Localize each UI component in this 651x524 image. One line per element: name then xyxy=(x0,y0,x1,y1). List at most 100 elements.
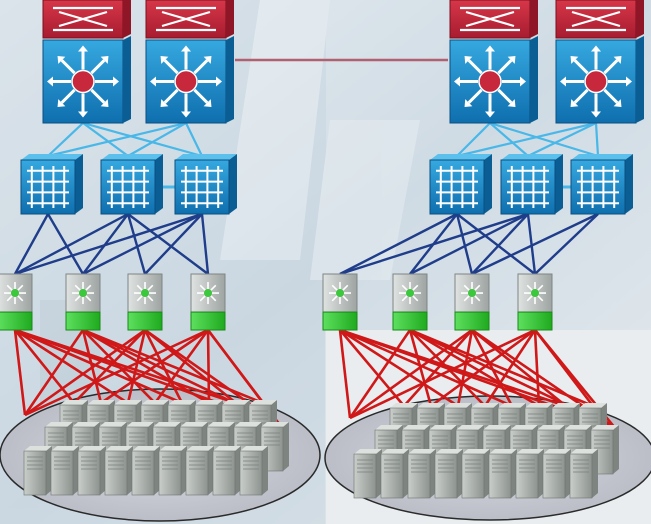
right-core-2-to-agg-1-link xyxy=(456,121,597,158)
left-core-1-to-agg-2-link xyxy=(82,122,129,157)
left-core-2-to-agg-1-link xyxy=(47,121,187,158)
left-server-r3-5 xyxy=(131,446,160,496)
left-access-2-to-edge-left-link xyxy=(23,329,85,416)
right-access-4-to-server-4-link xyxy=(483,329,537,407)
left-core-2-to-agg-3-link xyxy=(185,122,203,157)
left-access-1-to-server-1-link xyxy=(13,329,76,404)
right-server-r3-5 xyxy=(461,449,490,499)
right-server-r3-7 xyxy=(515,449,544,499)
aggregation-switches xyxy=(20,154,633,215)
left-access-2-to-server-6-link xyxy=(82,328,210,405)
right-agg-1-to-access-3-link xyxy=(455,213,474,275)
left-access-switch-1 xyxy=(0,273,33,331)
switch-fabric-grid-icon xyxy=(107,166,149,208)
right-server-r3-2 xyxy=(380,449,409,499)
left-aggregation-switch-3 xyxy=(174,154,237,215)
left-access-3-to-edge-left-link xyxy=(24,328,146,417)
right-agg-2-to-access-1-link xyxy=(339,212,529,276)
switch-fabric-grid-icon xyxy=(27,166,69,208)
left-access-switch-3 xyxy=(127,273,163,331)
left-agg-3-to-access-4-link xyxy=(200,213,210,275)
right-access-4-to-server-2-link xyxy=(430,328,536,408)
right-core-2-to-agg-3-link xyxy=(594,122,600,157)
switch-arrows-icon xyxy=(72,282,94,305)
right-aggregation-switch-1 xyxy=(429,154,492,215)
right-core-2-to-agg-2-link xyxy=(527,122,597,157)
right-access-1-to-edge-left-link xyxy=(338,329,352,419)
right-server-r3-3 xyxy=(407,449,436,499)
right-access-3-to-server-5-link xyxy=(470,329,514,407)
left-access-1-to-server-3-link xyxy=(14,328,129,405)
right-core-switch-1 xyxy=(449,0,538,124)
access-switches xyxy=(0,273,553,331)
left-server-r3-2 xyxy=(50,446,79,496)
right-access-4-to-server-6-link xyxy=(533,329,541,407)
left-access-switch-4 xyxy=(190,273,226,331)
right-access-1-to-server-3-link xyxy=(339,328,459,408)
left-core-switch-1 xyxy=(42,0,131,124)
right-access-1-to-server-5-link xyxy=(339,328,513,408)
right-server-r3-4 xyxy=(434,449,463,499)
left-access-2-to-server-4-link xyxy=(82,329,156,404)
right-core-switch-2 xyxy=(555,0,644,124)
left-access-1-to-edge-left-link xyxy=(13,329,27,416)
left-access-4-to-edge-left-link xyxy=(24,328,209,417)
right-core-1-to-agg-1-link xyxy=(456,122,491,157)
aggregation-to-access-links xyxy=(13,212,599,276)
left-server-r3-6 xyxy=(158,446,187,496)
layer3-switch-arrows-icon xyxy=(560,45,632,118)
layer3-switch-arrows-icon xyxy=(454,45,526,118)
right-server-r3-1 xyxy=(353,449,382,499)
left-agg-3-to-access-3-link xyxy=(144,213,203,275)
right-agg-2-to-access-2-link xyxy=(409,212,529,276)
left-core-2-to-agg-2-link xyxy=(127,122,187,157)
left-aggregation-switch-1 xyxy=(20,154,83,215)
layer3-switch-arrows-icon xyxy=(150,45,222,118)
left-server-r3-3 xyxy=(77,446,106,496)
right-access-3-to-server-1-link xyxy=(403,329,473,407)
left-aggregation-switch-2 xyxy=(100,154,163,215)
right-agg-3-to-access-3-link xyxy=(471,212,599,276)
right-aggregation-switch-2 xyxy=(500,154,563,215)
right-access-4-to-edge-left-link xyxy=(349,328,536,420)
right-access-2-to-edge-left-link xyxy=(348,329,412,419)
left-server-r3-9 xyxy=(239,446,268,496)
right-agg-3-to-access-4-link xyxy=(534,213,599,275)
right-access-3-to-edge-left-link xyxy=(349,328,473,420)
left-server-r3-7 xyxy=(185,446,214,496)
left-access-4-to-server-6-link xyxy=(206,329,211,404)
left-agg-2-to-access-4-link xyxy=(127,213,209,275)
left-access-3-to-server-5-link xyxy=(143,329,184,404)
left-access-3-to-server-3-link xyxy=(126,329,147,404)
right-aggregation-switch-3 xyxy=(570,154,633,215)
switch-fabric-grid-icon xyxy=(507,166,549,208)
left-access-4-to-server-4-link xyxy=(153,329,210,404)
firewall-icon xyxy=(566,6,626,32)
right-access-3-to-server-7-link xyxy=(471,328,567,408)
left-agg-2-to-access-3-link xyxy=(126,213,147,275)
left-core-1-to-agg-3-link xyxy=(82,121,203,158)
server-racks xyxy=(23,400,619,499)
switch-arrows-icon xyxy=(524,282,546,305)
firewall-icon xyxy=(156,6,216,32)
left-server-r3-4 xyxy=(104,446,133,496)
left-access-switch-2 xyxy=(65,273,101,331)
right-agg-1-to-access-1-link xyxy=(339,212,458,276)
left-agg-1-to-access-1-link xyxy=(13,213,50,275)
left-agg-2-to-access-1-link xyxy=(14,212,129,276)
left-agg-3-to-access-2-link xyxy=(82,212,203,276)
switch-arrows-icon xyxy=(329,282,351,305)
left-access-1-to-server-5-link xyxy=(14,328,183,405)
right-access-2-to-server-6-link xyxy=(409,328,540,408)
right-agg-1-to-access-4-link xyxy=(456,213,536,275)
right-access-3-to-server-3-link xyxy=(456,329,474,407)
right-server-r3-9 xyxy=(569,449,598,499)
left-server-r3-8 xyxy=(212,446,241,496)
core-to-aggregation-links xyxy=(47,121,600,189)
left-agg-3-to-access-1-link xyxy=(14,212,203,276)
right-core-1-to-agg-3-link xyxy=(489,121,599,158)
right-agg-2-to-access-4-link xyxy=(526,213,537,275)
left-agg-1-to-access-2-link xyxy=(46,213,85,275)
switch-arrows-icon xyxy=(399,282,421,305)
